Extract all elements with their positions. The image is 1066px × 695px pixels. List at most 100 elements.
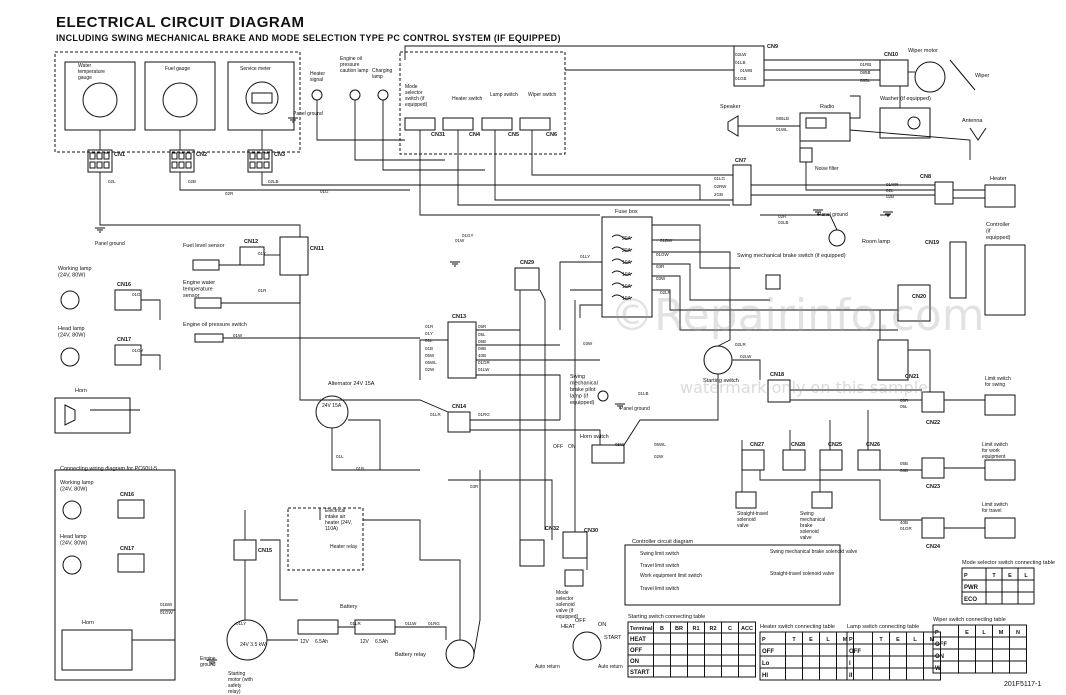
fuse-rating: 20A bbox=[622, 248, 632, 254]
limit-switch-swing-symbol bbox=[984, 394, 1016, 416]
wire-label: 01WL bbox=[776, 127, 788, 132]
wire-74 bbox=[908, 349, 931, 392]
mode-selector-table-row-label: ECO bbox=[964, 597, 977, 603]
service-meter-box bbox=[227, 61, 295, 131]
pc60-head-lamp-label: (24V, 80W) bbox=[60, 541, 87, 547]
connector-cn30 bbox=[562, 531, 588, 559]
water-temp-gauge-box bbox=[64, 61, 136, 131]
starting-switch-table-col-header: Terminal bbox=[630, 626, 653, 632]
wire-label: 05WL bbox=[425, 360, 437, 365]
wire-label: 01LB bbox=[638, 391, 649, 396]
lamp-switch-table-row-label: II bbox=[849, 673, 853, 679]
wire-61 bbox=[732, 359, 761, 380]
starting-motor-symbol bbox=[226, 619, 268, 661]
ground-symbol bbox=[813, 209, 823, 215]
wire-label: 01G bbox=[320, 189, 329, 194]
wiper-arm bbox=[949, 59, 976, 91]
battery-relay-label: Battery relay bbox=[395, 652, 426, 658]
starting-switch-table-col-header: C bbox=[728, 626, 732, 632]
wire-label: 02B bbox=[886, 194, 894, 199]
ctrl-straight-valve-label: Straight-travel solenoid valve bbox=[770, 571, 834, 577]
swing-brake-pilot-lamp-label: lamp (if bbox=[570, 394, 589, 400]
wire-80 bbox=[260, 539, 298, 601]
connector-pin bbox=[256, 161, 263, 169]
wire-6 bbox=[316, 100, 405, 141]
starting-motor-rating: 24V 3.5 kW bbox=[240, 642, 266, 648]
wire-label: 05WL bbox=[654, 442, 666, 447]
connector-pin bbox=[103, 161, 110, 169]
swing-brake-pilot-lamp-label: brake pilot bbox=[570, 387, 596, 393]
swing-brake-pilot-lamp-label: equipped) bbox=[570, 400, 595, 406]
pc60-working-lamp-label: Working lamp bbox=[60, 480, 94, 486]
wire-36 bbox=[652, 289, 898, 311]
wire-3 bbox=[99, 172, 301, 237]
wire-label: 02LW bbox=[740, 354, 752, 359]
wire-88 bbox=[448, 479, 553, 540]
heater-switch-table-col-header: T bbox=[792, 637, 796, 643]
engine-oil-lamp-label: caution lamp bbox=[340, 68, 369, 74]
switch-cn5 bbox=[481, 117, 513, 131]
working-lamp-label: (24V, 80W) bbox=[58, 273, 85, 279]
noise-filter-box bbox=[799, 147, 813, 163]
swing-brake-valve-label: solenoid bbox=[800, 529, 819, 535]
wire-24 bbox=[805, 162, 935, 191]
connector-cn14 bbox=[447, 411, 471, 433]
pc60-connector-label-cn16: CN16 bbox=[120, 492, 134, 498]
connector-label-cn28: CN28 bbox=[791, 442, 805, 448]
connector-pin bbox=[178, 152, 185, 160]
engine-oil-lamp-label: Engine oil bbox=[340, 56, 362, 62]
wire-label: 01B bbox=[425, 346, 433, 351]
connector-pin bbox=[263, 161, 270, 169]
ctrl-work-limit-label: Work equipment limit switch bbox=[640, 573, 702, 579]
fuel-gauge-box bbox=[144, 61, 216, 131]
connector-pin bbox=[178, 161, 185, 169]
wire-label: 05W bbox=[615, 442, 625, 447]
limit-switch-work-label: Limit switch bbox=[982, 442, 1008, 448]
head-lamp-label: Head lamp bbox=[58, 326, 85, 332]
connector-label-cn12: CN12 bbox=[244, 239, 258, 245]
wire-4 bbox=[179, 172, 410, 191]
wire-label: 02L bbox=[886, 188, 894, 193]
wire-label: 01G bbox=[132, 292, 141, 297]
wire-60 bbox=[623, 374, 719, 446]
charging-lamp-label: Charging bbox=[372, 68, 393, 74]
noise-filter-label: Noise filter bbox=[815, 166, 839, 172]
wire-label: 085L bbox=[860, 78, 871, 83]
engine-water-temp-sensor-label: Engine water bbox=[183, 280, 215, 286]
wire-82 bbox=[395, 626, 447, 640]
straight-travel-valve-label: solenoid bbox=[737, 517, 756, 523]
mode-selector-table-col-header: E bbox=[1008, 573, 1012, 579]
connector-cn32 bbox=[519, 539, 545, 567]
connector-cn2 bbox=[169, 149, 195, 173]
head-lamp-label: (24V, 80W) bbox=[58, 333, 85, 339]
connector-cn9 bbox=[733, 45, 765, 87]
connector-cn15 bbox=[233, 539, 257, 561]
key-on-label: ON bbox=[598, 622, 606, 628]
washer-box bbox=[879, 107, 931, 139]
starting-switch-table-row-label: HEAT bbox=[630, 637, 646, 643]
fuse-box-label: Fuse box bbox=[615, 209, 638, 215]
wire-label: 03R bbox=[470, 484, 479, 489]
lamp-switch-table-col-header: L bbox=[913, 637, 917, 643]
service-meter-display bbox=[251, 92, 273, 104]
wire-label: 01GY bbox=[462, 233, 474, 238]
wiper-switch-label: Wiper switch bbox=[528, 92, 557, 98]
wire-label: 02W bbox=[654, 454, 664, 459]
controller-box bbox=[984, 244, 1026, 316]
connector-label-cn26: CN26 bbox=[866, 442, 880, 448]
key-off-label: OFF bbox=[575, 618, 587, 624]
connector-cn25 bbox=[819, 449, 843, 471]
heater-switch-label: Heater switch bbox=[452, 96, 483, 102]
connector-label-cn31: CN31 bbox=[431, 132, 445, 138]
horn-on-label: ON bbox=[568, 444, 576, 450]
wiper-switch-table-col-header: M bbox=[999, 630, 1004, 636]
wire-label: 02RW bbox=[714, 184, 727, 189]
heater-switch-table-row-label: HI bbox=[762, 673, 768, 679]
wire-12 bbox=[531, 130, 733, 176]
component-layer bbox=[54, 45, 1035, 681]
pc60-connector-label-cn17: CN17 bbox=[120, 546, 134, 552]
wire-label: 02L bbox=[108, 179, 116, 184]
mode-selector-table-row-label: PWR bbox=[964, 585, 979, 591]
connector-label-cn25: CN25 bbox=[828, 442, 842, 448]
wire-label: 01W bbox=[233, 333, 243, 338]
